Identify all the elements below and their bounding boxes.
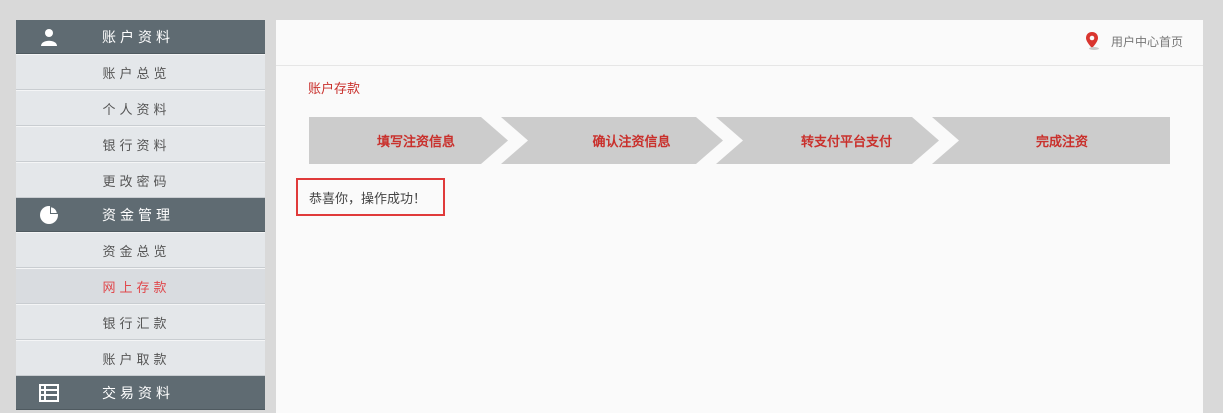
sidebar-item-funds-overview[interactable]: 资金总览 <box>16 232 265 268</box>
sidebar-item-withdrawal[interactable]: 账户取款 <box>16 340 265 376</box>
group-header-transactions[interactable]: 交易资料 <box>16 376 265 410</box>
pie-chart-icon <box>38 205 60 225</box>
top-bar: 用户中心首页 <box>276 20 1203 66</box>
group-title: 账户资料 <box>102 29 174 46</box>
sidebar-item-account-overview[interactable]: 账户总览 <box>16 54 265 90</box>
group-title: 交易资料 <box>102 385 174 402</box>
location-pin-icon <box>1085 31 1101 51</box>
progress-steps: 填写注资信息 确认注资信息 转支付平台支付 完成注资 <box>309 117 1170 164</box>
steps-background <box>309 117 1170 164</box>
group-title: 资金管理 <box>102 207 174 224</box>
user-icon <box>38 27 60 47</box>
page-title: 账户存款 <box>308 82 361 97</box>
success-message: 恭喜你，操作成功！ <box>296 178 445 216</box>
sidebar: 账户资料 账户总览 个人资料 银行资料 更改密码 资金管理 资金总览 网上存款 … <box>16 20 265 413</box>
sidebar-item-bank-info[interactable]: 银行资料 <box>16 126 265 162</box>
sidebar-item-personal-info[interactable]: 个人资料 <box>16 90 265 126</box>
sidebar-item-bank-transfer[interactable]: 银行汇款 <box>16 304 265 340</box>
step-2-label: 确认注资信息 <box>592 135 671 150</box>
main-panel: 用户中心首页 账户存款 填写注资信息 确认注资信息 转支付平台支付 完成注资 恭… <box>276 20 1203 413</box>
step-1-label: 填写注资信息 <box>376 135 455 150</box>
group-header-account[interactable]: 账户资料 <box>16 20 265 54</box>
step-4-label: 完成注资 <box>1035 135 1088 150</box>
group-header-funds[interactable]: 资金管理 <box>16 198 265 232</box>
home-link-label: 用户中心首页 <box>1110 34 1183 49</box>
sidebar-item-change-password[interactable]: 更改密码 <box>16 162 265 198</box>
sidebar-item-online-deposit[interactable]: 网上存款 <box>16 268 265 304</box>
list-icon <box>38 383 60 403</box>
step-3-label: 转支付平台支付 <box>800 135 892 150</box>
user-center-home-link[interactable]: 用户中心首页 <box>1085 31 1183 51</box>
